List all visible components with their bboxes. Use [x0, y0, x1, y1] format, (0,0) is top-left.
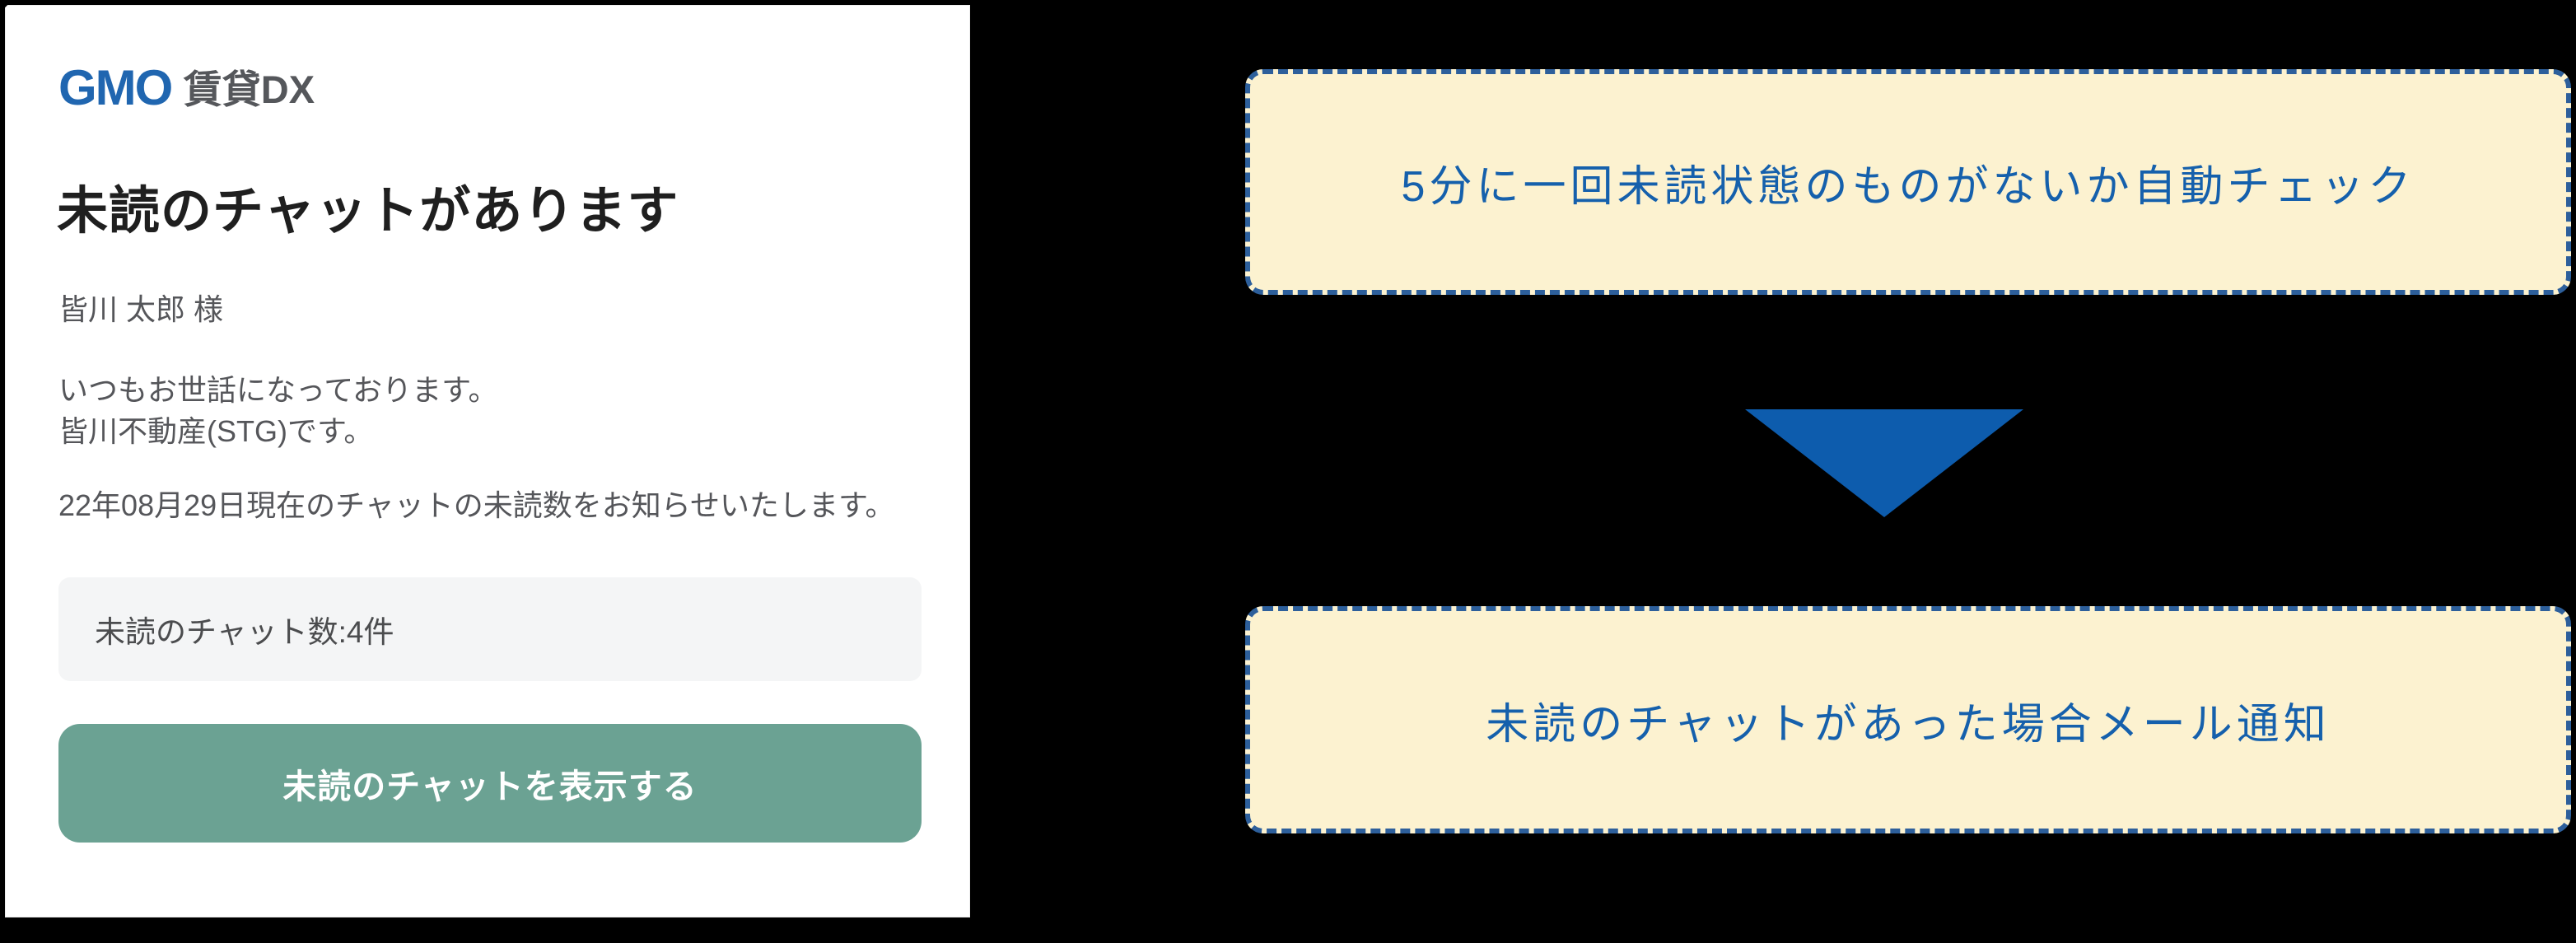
gmo-chintai-dx-logo: GMO 賃貸DX	[58, 63, 315, 113]
auto-check-callout: 5分に一回未読状態のものがないか自動チェック	[1245, 69, 2571, 295]
mail-notify-callout: 未読のチャットがあった場合メール通知	[1245, 606, 2571, 833]
auto-check-callout-label: 5分に一回未読状態のものがないか自動チェック	[1401, 162, 2415, 211]
logo-gmo-text: GMO	[58, 60, 173, 115]
unread-date-line: 22年08月29日現在のチャットの未読数をお知らせいたします。	[58, 488, 895, 522]
greeting-paragraph: いつもお世話になっております。 皆川不動産(STG)です。	[58, 370, 498, 452]
greeting-line-2: 皆川不動産(STG)です。	[58, 414, 374, 448]
logo-suffix-text: 賃貸DX	[183, 68, 315, 111]
recipient-name: 皆川 太郎 様	[58, 292, 224, 326]
greeting-line-1: いつもお世話になっております。	[58, 373, 498, 407]
mail-notify-callout-label: 未読のチャットがあった場合メール通知	[1486, 700, 2331, 749]
email-heading: 未読のチャットがあります	[57, 183, 679, 240]
flow-down-arrow-icon	[1745, 409, 2023, 517]
unread-count-box: 未読のチャット数:4件	[58, 577, 922, 681]
email-card: GMO 賃貸DX 未読のチャットがあります 皆川 太郎 様 いつもお世話になって…	[5, 5, 970, 917]
unread-count-text: 未読のチャット数:4件	[95, 615, 394, 649]
show-unread-chats-button[interactable]: 未読のチャットを表示する	[58, 724, 922, 843]
